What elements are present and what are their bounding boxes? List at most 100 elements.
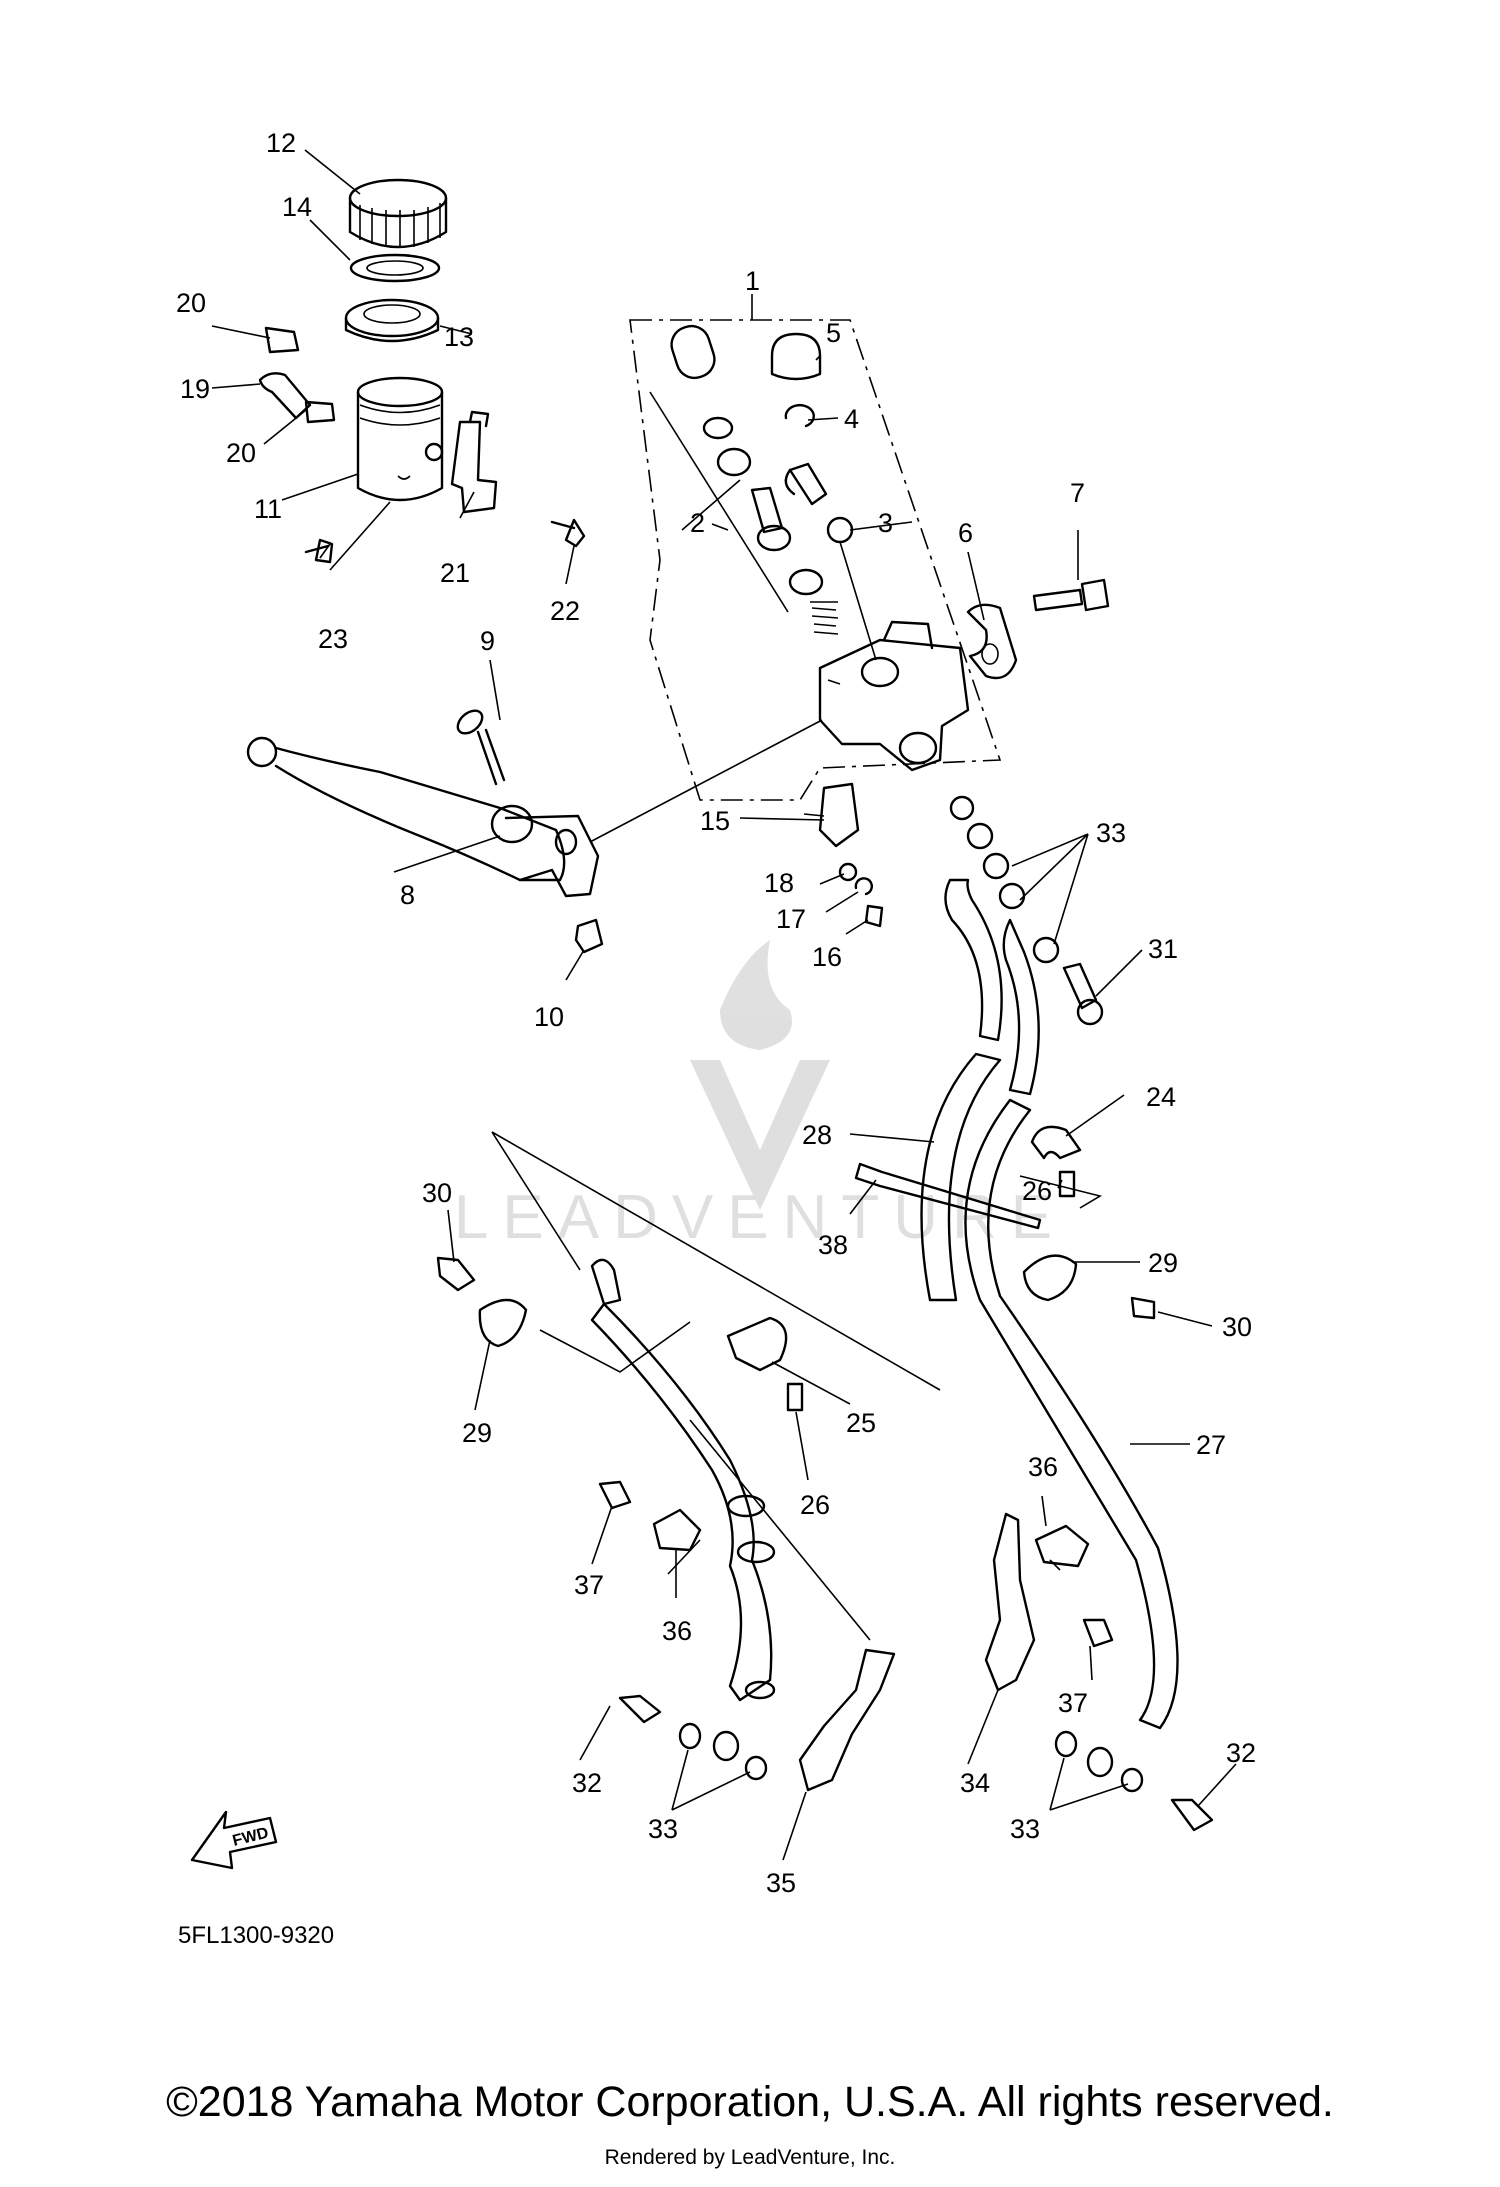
callout-38: 38 (818, 1230, 848, 1260)
holder-bolt-left-part (436, 1256, 476, 1292)
hose-holder-36-right-part (1034, 1524, 1090, 1568)
callout-28: 28 (802, 1120, 832, 1150)
reservoir-bracket-part (450, 410, 498, 514)
master-cylinder-kit-boundary (629, 319, 1002, 801)
callout-23: 23 (318, 624, 348, 654)
callout-33-left: 33 (648, 1814, 678, 1844)
callout-21: 21 (440, 558, 470, 588)
callout-12: 12 (266, 128, 296, 158)
holder-bolt-37-left-part (598, 1480, 632, 1510)
hose-guide-lines (491, 1131, 1103, 1391)
ball-part (826, 516, 877, 661)
callout-labels: 1 2 3 4 5 6 7 8 9 10 11 12 13 14 15 16 1… (176, 128, 1256, 1898)
callout-8: 8 (400, 880, 415, 910)
adjuster-screw-part (456, 709, 506, 786)
callout-34: 34 (960, 1768, 990, 1798)
callout-6: 6 (958, 518, 973, 548)
callout-35: 35 (766, 1868, 796, 1898)
callout-30-right: 30 (1222, 1312, 1252, 1342)
reservoir-diaphragm-part (344, 298, 440, 343)
hose-holder-right-part (1022, 1254, 1078, 1302)
callout-36-left: 36 (662, 1616, 692, 1646)
reservoir-hose-part (258, 372, 312, 420)
callout-27: 27 (1196, 1430, 1226, 1460)
callout-16: 16 (812, 942, 842, 972)
brake-switch-part (803, 782, 860, 848)
union-bolt-right-part (1170, 1798, 1214, 1832)
callout-15: 15 (700, 806, 730, 836)
hose-holder-36-left-part (652, 1508, 702, 1552)
callout-10: 10 (534, 1002, 564, 1032)
reservoir-screw-part (304, 538, 334, 564)
callout-37-right: 37 (1058, 1688, 1088, 1718)
dust-boot-part (770, 332, 822, 381)
callout-25: 25 (846, 1408, 876, 1438)
holder-clamp-part (966, 603, 1018, 680)
hose-holder-left-part (478, 1298, 528, 1348)
lever-nut-part (574, 918, 604, 954)
union-bolt-left-part (618, 1694, 662, 1724)
piston-kit-part (649, 324, 839, 635)
callout-13: 13 (444, 322, 474, 352)
callout-14: 14 (282, 192, 312, 222)
callout-37-left: 37 (574, 1570, 604, 1600)
callout-32-left: 32 (572, 1768, 602, 1798)
callout-20-bottom: 20 (226, 438, 256, 468)
leader-lines (211, 149, 1237, 1861)
callout-31: 31 (1148, 934, 1178, 964)
switch-screw-part (864, 904, 884, 928)
gasket-group-upper (949, 795, 1060, 964)
callout-33-right: 33 (1010, 1814, 1040, 1844)
brake-lever-part (246, 736, 600, 898)
copyright-notice: ©2018 Yamaha Motor Corporation, U.S.A. A… (166, 2078, 1334, 2126)
switch-spring-washer-part (854, 877, 873, 896)
callout-2: 2 (690, 508, 705, 538)
callout-30-left: 30 (422, 1178, 452, 1208)
reservoir-diaphragm-plate-part (349, 253, 441, 283)
callout-36-right: 36 (1028, 1452, 1058, 1482)
callout-7: 7 (1070, 478, 1085, 508)
callout-18: 18 (764, 868, 794, 898)
callout-20-top: 20 (176, 288, 206, 318)
guide-bolt-right-part (1058, 1170, 1076, 1198)
callout-17: 17 (776, 904, 806, 934)
callout-29-right: 29 (1148, 1248, 1178, 1278)
hose-clip-lower-part (304, 400, 336, 424)
brake-hose-left-part (920, 878, 1179, 1730)
circlip-part (784, 403, 815, 428)
gasket-group-lower-right (1054, 1730, 1144, 1793)
bracket-35-part (798, 1648, 896, 1792)
callout-1: 1 (745, 266, 760, 296)
bracket-34-part (984, 1512, 1036, 1692)
clamp-bolt-part (1032, 578, 1110, 612)
callout-24: 24 (1146, 1082, 1176, 1112)
hose-guide-part-24 (1030, 1125, 1082, 1160)
callout-26-left: 26 (800, 1490, 830, 1520)
reservoir-cap-part (348, 178, 448, 249)
hose-guide-part-25 (726, 1316, 788, 1372)
bracket-screw-part (550, 518, 586, 548)
holder-bolt-right-part (1130, 1296, 1156, 1320)
cable-tie-part (854, 1162, 1042, 1230)
union-bolt-upper-part (1062, 962, 1104, 1026)
callout-3: 3 (878, 508, 893, 538)
master-cylinder-body-part (818, 620, 970, 772)
switch-washer-part (838, 862, 858, 882)
hose-lower-left-part (590, 1258, 776, 1702)
callout-9: 9 (480, 626, 495, 656)
lever-to-cylinder-line (589, 719, 823, 843)
drawing-code: 5FL1300-9320 (178, 1922, 335, 1949)
callout-29-left: 29 (462, 1418, 492, 1448)
guide-bolt-left-part (786, 1382, 804, 1412)
holder-bolt-37-right-part (1082, 1618, 1114, 1648)
callout-5: 5 (826, 318, 841, 348)
fwd-label: FWD (231, 1825, 270, 1850)
hose-clip-upper-part (264, 326, 300, 354)
callout-11: 11 (254, 494, 282, 524)
push-rod-part (784, 462, 828, 506)
callout-4: 4 (844, 404, 859, 434)
guide-line-36-left (689, 1419, 871, 1641)
callout-26-right: 26 (1022, 1176, 1052, 1206)
rendered-by-notice: Rendered by LeadVenture, Inc. (604, 2146, 896, 2169)
